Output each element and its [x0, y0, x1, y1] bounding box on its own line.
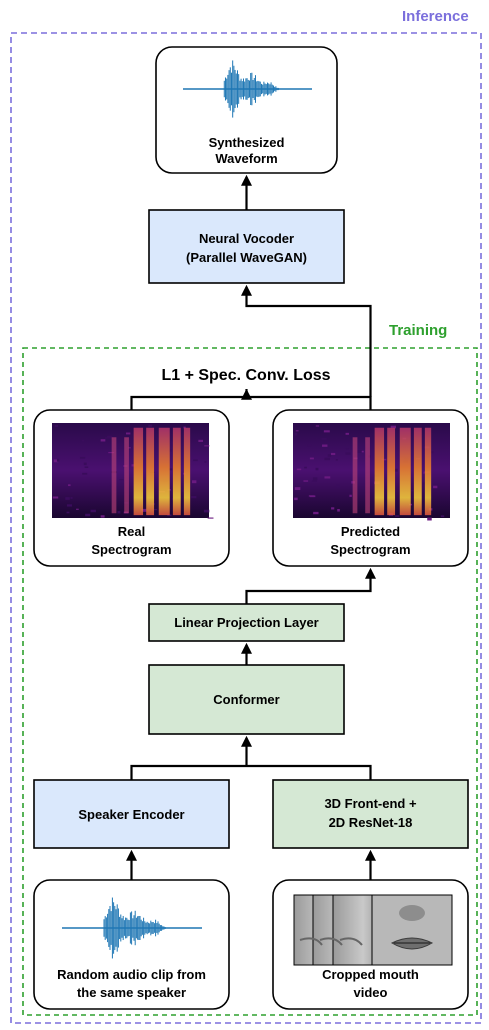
predicted-label-line1: Predicted — [341, 524, 400, 539]
projection-label: Linear Projection Layer — [174, 615, 319, 630]
arrow-to-predicted — [245, 567, 376, 604]
predicted-label-line2: Spectrogram — [330, 542, 410, 557]
real-label-line1: Real — [118, 524, 145, 539]
conformer-label: Conformer — [213, 692, 279, 707]
inference-region — [10, 32, 482, 1024]
mouth-label-line2: video — [354, 985, 388, 1000]
synthesized-label-line1: Synthesized — [209, 135, 285, 150]
loss-label: L1 + Spec. Conv. Loss — [161, 367, 330, 384]
predicted-spectrogram-image — [293, 423, 450, 521]
connector-encoders-merge — [130, 764, 372, 780]
connector-spectrograms-loss — [130, 395, 372, 410]
speaker-encoder-box — [33, 779, 230, 849]
frontend-box — [272, 779, 469, 849]
audio-label-line2: the same speaker — [77, 985, 186, 1000]
neural-vocoder-box — [148, 209, 345, 284]
mouth-video-frames — [293, 894, 453, 966]
synthesized-waveform-plot — [183, 60, 312, 118]
frontend-label-line2: 2D ResNet-18 — [329, 815, 413, 830]
frontend-label-line1: 3D Front-end + — [324, 796, 416, 811]
synthesized-waveform-box — [155, 46, 338, 174]
audio-clip-waveform — [62, 897, 202, 959]
training-region — [22, 347, 478, 1016]
vocoder-label-line2: (Parallel WaveGAN) — [186, 250, 307, 265]
arrow-to-vocoder — [241, 284, 372, 397]
linear-projection-box — [148, 603, 345, 642]
speaker-encoder-label: Speaker Encoder — [78, 807, 184, 822]
vocoder-label-line1: Neural Vocoder — [199, 231, 294, 246]
audio-label-line1: Random audio clip from — [57, 967, 206, 982]
conformer-box — [148, 664, 345, 735]
synthesized-label-line2: Waveform — [215, 151, 277, 166]
training-label: Training — [389, 322, 447, 339]
real-label-line2: Spectrogram — [91, 542, 171, 557]
inference-label: Inference — [402, 8, 469, 25]
real-spectrogram-image — [52, 423, 214, 519]
mouth-label-line1: Cropped mouth — [322, 967, 419, 982]
